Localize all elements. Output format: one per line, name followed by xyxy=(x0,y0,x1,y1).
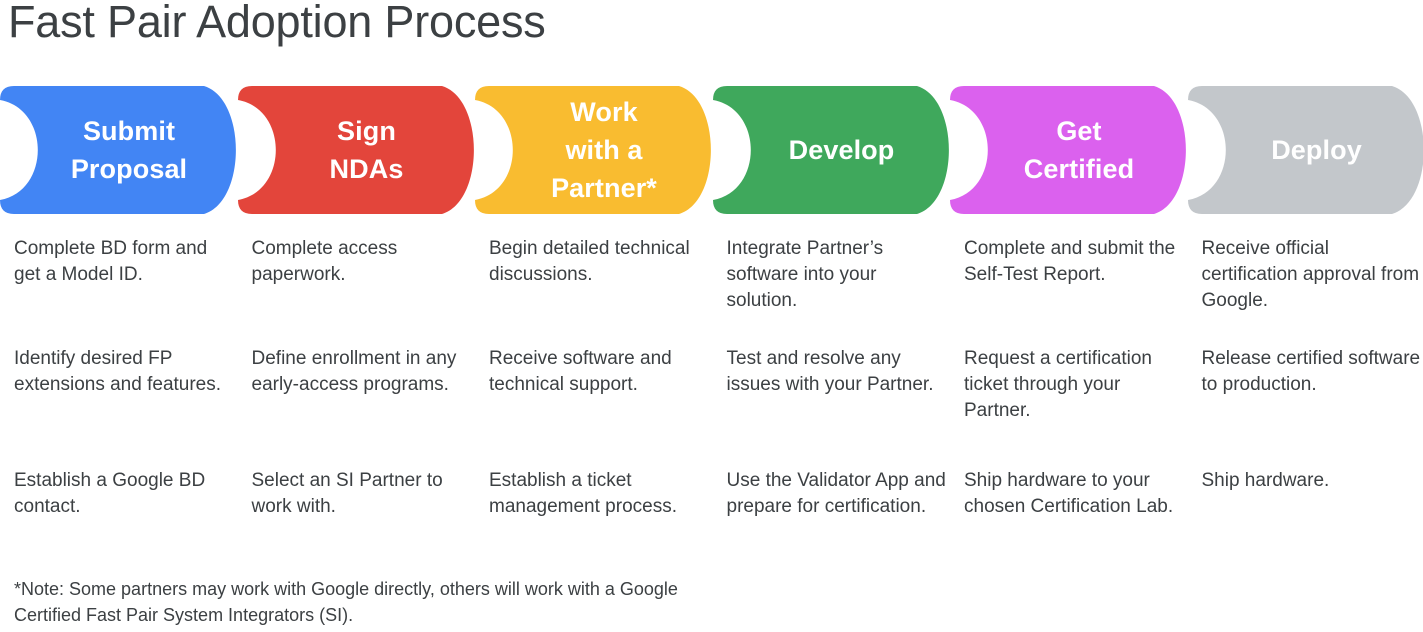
detail-item: Test and resolve any issues with your Pa… xyxy=(726,348,934,396)
stage-chevron-shape xyxy=(1187,86,1423,214)
stage-label-get-certified: Get Certified xyxy=(1023,115,1135,184)
detail-item: Ship hardware. xyxy=(1201,470,1330,491)
stage-deploy[interactable]: Deploy xyxy=(1187,86,1423,214)
stage-chevron-shape xyxy=(0,86,236,214)
page-title: Fast Pair Adoption Process xyxy=(8,0,546,47)
detail-item: Complete and submit the Self-Test Report… xyxy=(964,238,1176,286)
stage-chevron-shape xyxy=(475,86,711,214)
stage-submit-proposal[interactable]: Submit Proposal xyxy=(0,86,238,214)
detail-item: Begin detailed technical discussions. xyxy=(489,238,690,286)
detail-item: Ship hardware to your chosen Certificati… xyxy=(964,470,1174,518)
stage-get-certified[interactable]: Get Certified xyxy=(950,86,1188,214)
detail-item: Receive software and technical support. xyxy=(489,348,672,396)
detail-item: Use the Validator App and prepare for ce… xyxy=(726,470,946,518)
detail-item: Identify desired FP extensions and featu… xyxy=(14,348,222,396)
stage-chevron-shape xyxy=(237,86,474,214)
footnote-text: *Note: Some partners may work with Googl… xyxy=(14,579,678,625)
detail-item: Receive official certification approval … xyxy=(1201,238,1420,312)
process-banner: Submit Proposal Sign NDAs Work with a Part… xyxy=(0,86,1423,214)
stage-label-deploy: Deploy xyxy=(1271,134,1362,165)
detail-item: Define enrollment in any early-access pr… xyxy=(251,348,457,396)
stage-label-submit-proposal: Submit Proposal xyxy=(70,115,188,184)
stage-work-with-a-partner[interactable]: Work with a Partner* xyxy=(475,86,713,214)
detail-item: Release certified software to production… xyxy=(1201,348,1421,396)
detail-item: Complete BD form and get a Model ID. xyxy=(14,238,208,286)
stage-develop[interactable]: Develop xyxy=(712,86,951,214)
stage-chevron-shape xyxy=(712,86,949,214)
detail-item: Establish a Google BD contact. xyxy=(14,470,206,518)
stage-label-develop: Develop xyxy=(788,134,895,165)
detail-grid: Complete BD form and get a Model ID. Iden… xyxy=(0,236,1423,546)
detail-item: Complete access paperwork. xyxy=(251,238,398,286)
stage-chevron-shape xyxy=(950,86,1186,214)
detail-item: Request a certification ticket through y… xyxy=(964,348,1152,422)
detail-item: Select an SI Partner to work with. xyxy=(251,470,443,518)
stage-label-sign-ndas: Sign NDAs xyxy=(329,115,404,184)
stage-sign-ndas[interactable]: Sign NDAs xyxy=(237,86,476,214)
detail-item: Establish a ticket management process. xyxy=(489,470,677,518)
stage-label-work-with-a-partner: Work with a Partner* xyxy=(551,96,657,204)
detail-item: Integrate Partner’s software into your s… xyxy=(726,238,884,312)
